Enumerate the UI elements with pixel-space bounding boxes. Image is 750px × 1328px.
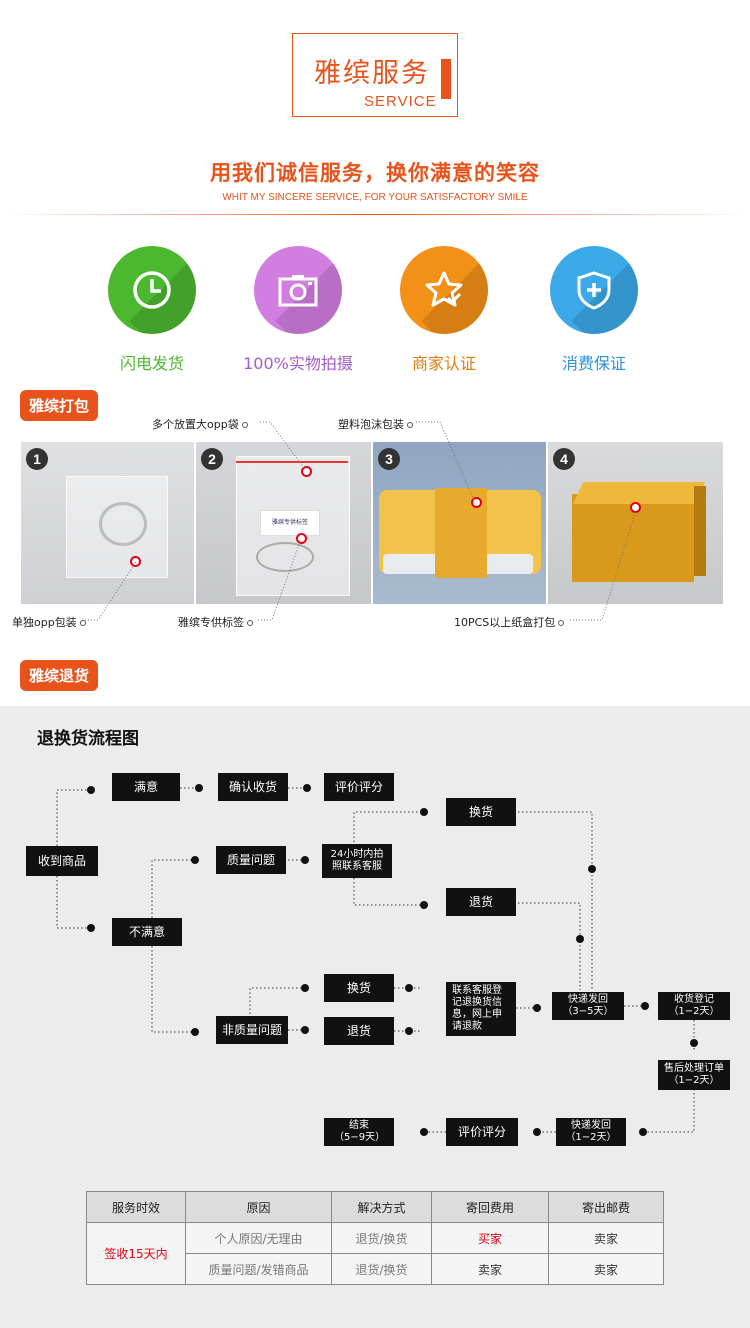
feature-fast-shipping: 闪电发货 [82, 246, 222, 374]
caption-step-1: 单独opp包装 [12, 614, 86, 630]
feature-circle [550, 246, 638, 334]
flow-node-unsatisfied: 不满意 [112, 918, 182, 946]
flow-node-express-return: 快递发回（1−2天） [556, 1118, 626, 1146]
table-header-row: 服务时效 原因 解决方式 寄回费用 寄出邮费 [86, 1191, 664, 1223]
step-number: 1 [26, 448, 48, 470]
feature-merchant-certified: 商家认证 [374, 246, 514, 374]
solution-cell: 退货/换货 [331, 1222, 432, 1254]
flow-node-return-2: 退货 [324, 1017, 394, 1045]
star-check-icon [425, 271, 463, 307]
flow-node-exchange-2: 换货 [324, 974, 394, 1002]
flow-node-confirm-receipt: 确认收货 [218, 773, 288, 801]
marker-dot [296, 533, 307, 544]
packing-photo-3: 3 [373, 442, 546, 604]
marker-dot [630, 502, 641, 513]
table-row: 签收15天内 个人原因/无理由 退货/换货 买家 卖家 [86, 1222, 664, 1285]
caption-step-4: 10PCS以上纸盒打包 [454, 614, 565, 630]
feature-label: 闪电发货 [119, 354, 184, 373]
send-fee-cell: 卖家 [548, 1222, 664, 1254]
brand-title: 雅缤服务 [314, 58, 430, 89]
feature-circle [108, 246, 196, 334]
flow-node-satisfied: 满意 [112, 773, 180, 801]
caption-leader-lines [82, 421, 637, 621]
table-header: 解决方式 [331, 1191, 432, 1223]
feature-consumer-guarantee: 消费保证 [524, 246, 664, 374]
flow-node-exchange-1: 换货 [446, 798, 516, 826]
returns-section-title: 雅缤退货 [20, 660, 99, 691]
brand-frame [292, 33, 458, 117]
flow-node-photo-contact: 24小时内拍照联系客服 [322, 844, 392, 878]
shield-plus-icon [577, 271, 611, 310]
flow-node-receive-register: 收货登记（1−2天） [658, 992, 730, 1020]
feature-real-photos: 100%实物拍摄 [228, 246, 368, 374]
caption-step-3: 塑料泡沫包装 [338, 416, 413, 432]
flow-node-quality-issue: 质量问题 [216, 846, 286, 874]
feature-label: 100%实物拍摄 [243, 354, 353, 373]
flow-node-contact-register: 联系客服登记退换货信息，网上申请退款 [446, 982, 516, 1036]
packing-photo-1: 1 [21, 442, 194, 604]
return-fee-cell: 卖家 [431, 1253, 549, 1285]
marker-dot [301, 466, 312, 477]
flow-node-received: 收到商品 [26, 846, 98, 876]
marker-dot [130, 556, 141, 567]
step-number: 3 [378, 448, 400, 470]
marker-dot [471, 497, 482, 508]
feature-label: 消费保证 [561, 354, 626, 373]
flow-node-non-quality: 非质量问题 [216, 1016, 288, 1044]
flow-title: 退换货流程图 [37, 729, 139, 749]
brand-logo-box: 雅缤服务 SERVICE [292, 33, 458, 117]
return-fee-cell: 买家 [431, 1222, 549, 1254]
brand-subtitle: SERVICE [364, 93, 437, 110]
brand-frame-notch [441, 59, 451, 99]
reason-cell: 个人原因/无理由 [185, 1222, 332, 1254]
caption-label: 雅缤专供标签 [178, 614, 253, 630]
slogan-english: WHIT MY SINCERE SERVICE, FOR YOUR SATISF… [222, 192, 528, 203]
header-divider [0, 214, 750, 215]
clock-icon [133, 271, 171, 309]
table-header: 原因 [185, 1191, 332, 1223]
send-fee-cell: 卖家 [548, 1253, 664, 1285]
table-row: 质量问题/发错商品 退货/换货 卖家 卖家 [87, 1253, 664, 1285]
label-card: 雅缤专供标签 [260, 510, 320, 536]
step-number: 2 [201, 448, 223, 470]
solution-cell: 退货/换货 [331, 1253, 432, 1285]
flow-node-review-2: 评价评分 [446, 1118, 518, 1146]
service-table: 服务时效 原因 解决方式 寄回费用 寄出邮费 签收15天内 个人原因/无理由 退… [86, 1191, 664, 1285]
slogan-chinese: 用我们诚信服务，换你满意的笑容 [210, 161, 540, 185]
flow-node-after-sale: 售后处理订单（1−2天） [658, 1060, 730, 1090]
step-number: 4 [553, 448, 575, 470]
packing-section-title: 雅缤打包 [20, 390, 99, 421]
service-period-cell: 签收15天内 [86, 1222, 186, 1285]
packing-photo-4: 4 [548, 442, 723, 604]
feature-circle [400, 246, 488, 334]
flow-node-review-1: 评价评分 [324, 773, 394, 801]
camera-icon [278, 275, 318, 307]
feature-circle [254, 246, 342, 334]
table-header: 服务时效 [86, 1191, 186, 1223]
flow-node-end: 结束（5−9天） [324, 1118, 394, 1146]
packing-photo-2: 雅缤专供标签 2 [196, 442, 371, 604]
feature-label: 商家认证 [411, 354, 476, 373]
caption-step-2: 多个放置大opp袋 [152, 416, 248, 432]
flow-node-express-back: 快递发回（3−5天） [552, 992, 624, 1020]
flow-node-return-1: 退货 [446, 888, 516, 916]
table-header: 寄回费用 [431, 1191, 549, 1223]
reason-cell: 质量问题/发错商品 [185, 1253, 332, 1285]
table-header: 寄出邮费 [548, 1191, 664, 1223]
